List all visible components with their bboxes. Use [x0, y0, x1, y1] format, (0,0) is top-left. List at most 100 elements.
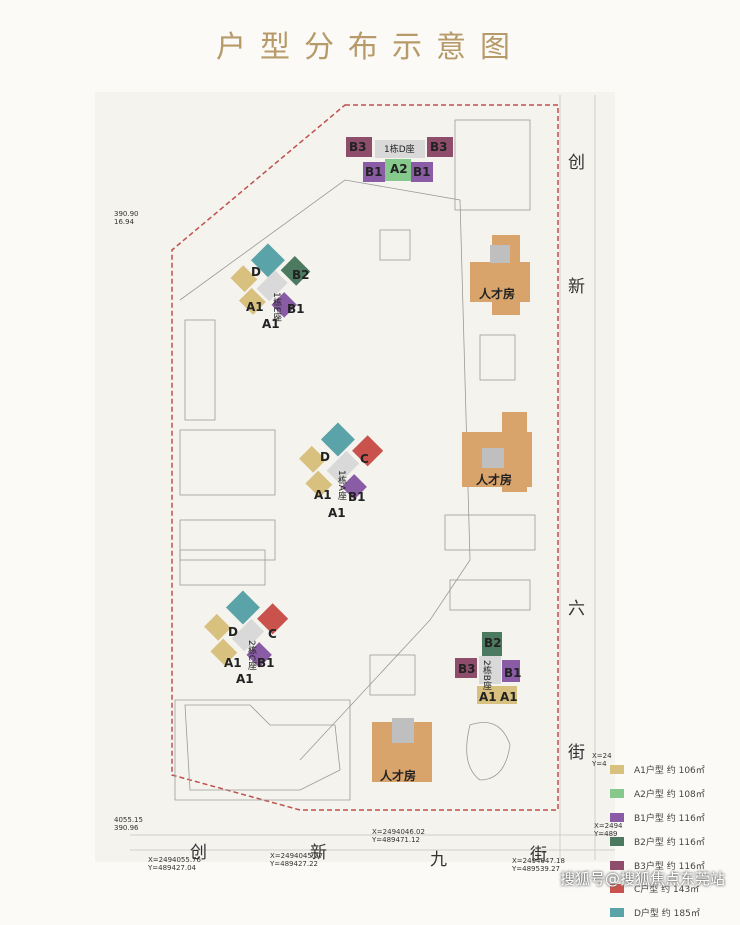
east-road [559, 95, 596, 860]
building-name: 1栋E座 [271, 292, 281, 322]
unit-label-A1: A1 [500, 690, 518, 704]
east-street-char-4: 街 [568, 743, 585, 763]
legend-label: B3户型 约 116㎡ [634, 861, 705, 872]
building-1d [346, 137, 453, 182]
unit-label-B1: B1 [348, 490, 366, 504]
talent-block-3 [372, 718, 432, 782]
unit-label-A1: A1 [224, 656, 242, 670]
unit-label-B3: B3 [349, 140, 367, 154]
unit-label-D: D [251, 265, 261, 279]
unit-label-D: D [228, 625, 238, 639]
legend-label: D户型 约 185㎡ [634, 909, 700, 920]
unit-label-A1: A1 [246, 300, 264, 314]
unit-label-A1: A1 [314, 488, 332, 502]
legend-item-C: C户型 约 143㎡ [610, 877, 740, 901]
watermark: 搜狐号@搜狐焦点东莞站 [560, 870, 726, 888]
legend-label: A1户型 约 106㎡ [634, 766, 705, 777]
unit-B1 [502, 660, 520, 682]
unit-B3 [455, 658, 477, 678]
unit-A1 [477, 686, 497, 704]
legend-swatch [610, 789, 624, 799]
building-1e [230, 243, 311, 318]
unit-A1 [299, 445, 326, 473]
coord-1: X=2494055.76 Y=489427.04 [148, 856, 201, 872]
building-name: 1栋A座 [336, 470, 346, 500]
unit-A1 [210, 638, 238, 666]
unit-label-A1: A1 [328, 506, 346, 520]
building-name: 2栋C座 [246, 640, 256, 671]
unit-label-B1: B1 [504, 666, 522, 680]
site-outlines [174, 119, 536, 801]
unit-label-A1: A1 [262, 317, 280, 331]
coord-7: 4055.15 390.96 [114, 816, 143, 832]
legend-label: A2户型 约 108㎡ [634, 790, 705, 801]
unit-label-C: C [268, 627, 277, 641]
unit-label-B3: B3 [458, 662, 476, 676]
site-plan-map [130, 95, 615, 860]
unit-A1 [497, 686, 517, 704]
legend-swatch [610, 836, 624, 846]
legend-item-D: D户型 约 185㎡ [610, 901, 740, 925]
talent-label: 人才房 [479, 287, 516, 301]
unit-label-A2: A2 [390, 162, 408, 176]
south-road [130, 834, 615, 851]
legend-label: C户型 约 143㎡ [634, 885, 700, 896]
unit-A1 [204, 613, 231, 641]
south-street-char-4: 街 [530, 845, 547, 865]
unit-label-B2: B2 [484, 636, 502, 650]
talent-label: 人才房 [476, 473, 513, 487]
unit-A1 [305, 470, 333, 498]
east-street-char-2: 新 [568, 277, 585, 297]
building-name: 2栋B座 [481, 660, 491, 690]
page-title: 户型分布示意图 [216, 30, 524, 65]
unit-label-D: D [320, 450, 330, 464]
building-name: 1栋D座 [384, 145, 415, 155]
unit-label-B1: B1 [365, 165, 383, 179]
unit-A1 [238, 287, 266, 315]
south-street-char-1: 创 [190, 843, 207, 863]
site-boundary [171, 104, 559, 811]
building-2b [455, 632, 520, 704]
legend-item-A2: A2户型 约 108㎡ [610, 782, 740, 806]
legend-swatch [610, 812, 624, 822]
legend-item-B1: B1户型 约 116㎡ [610, 806, 740, 830]
unit-B1 [246, 642, 272, 668]
coord-2: X=2494045.27 Y=489427.22 [270, 852, 323, 868]
unit-B1 [341, 474, 367, 500]
legend-label: B1户型 约 116㎡ [634, 813, 705, 824]
legend-label: B2户型 约 116㎡ [634, 837, 705, 848]
unit-B2 [280, 256, 311, 286]
legend: A1户型 约 106㎡ A2户型 约 108㎡ B1户型 约 116㎡ B2户型 约 … [610, 758, 740, 925]
legend-item-B2: B2户型 约 116㎡ [610, 829, 740, 853]
legend-swatch [610, 765, 624, 775]
coord-5: X=24 Y=4 [592, 752, 612, 768]
unit-B2 [482, 632, 502, 656]
talent-block-2 [462, 412, 532, 492]
unit-label-B1: B1 [257, 656, 275, 670]
unit-A2 [385, 159, 411, 181]
coord-6: X=2494 Y=489 [594, 822, 623, 838]
unit-label-C: C [360, 452, 369, 466]
south-street-char-2: 新 [310, 843, 327, 863]
unit-B3 [346, 137, 372, 157]
unit-B1 [363, 162, 385, 182]
unit-label-A1: A1 [236, 672, 254, 686]
unit-C [352, 435, 384, 467]
legend-swatch [610, 908, 624, 918]
unit-A1 [230, 265, 258, 293]
talent-label: 人才房 [380, 769, 417, 783]
unit-label-A1: A1 [479, 690, 497, 704]
legend-swatch [610, 860, 624, 870]
legend-item-B3: B3户型 约 116㎡ [610, 853, 740, 877]
coord-3: X=2494046.02 Y=489471.12 [372, 828, 425, 844]
talent-block-1 [470, 235, 530, 315]
legend-item-A1: A1户型 约 106㎡ [610, 758, 740, 782]
unit-B3 [427, 137, 453, 157]
unit-label-B1: B1 [287, 302, 305, 316]
unit-label-B1: B1 [413, 165, 431, 179]
unit-B1 [271, 292, 297, 318]
unit-label-B3: B3 [430, 140, 448, 154]
talent-housing [372, 235, 532, 782]
legend-swatch [610, 884, 624, 894]
unit-B1 [411, 162, 433, 182]
